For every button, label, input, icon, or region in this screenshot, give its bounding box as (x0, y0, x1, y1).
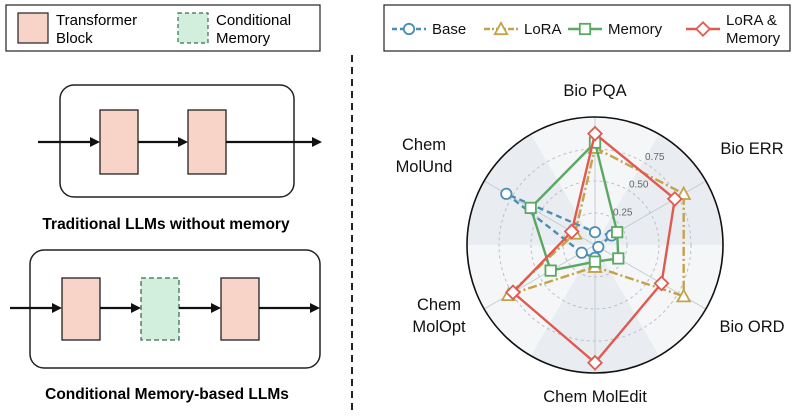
transformer-block (187, 109, 227, 175)
data-point-marker (575, 246, 588, 259)
conditional-memory-block (140, 277, 180, 341)
transformer-block-label-1: Transformer (56, 12, 137, 29)
data-point-marker (544, 264, 557, 277)
data-point-marker (611, 226, 624, 239)
traditional-llm-diagram: Traditional LLMs without memory (38, 84, 322, 233)
axis-label: MolUnd (396, 158, 453, 176)
data-point-marker (666, 190, 683, 207)
data-point-marker (587, 125, 603, 142)
connector-arrowhead (131, 303, 141, 313)
radar-series-group (500, 125, 692, 371)
axis-label: Chem MolEdit (543, 388, 647, 406)
radar-outer-border (466, 116, 724, 374)
data-point-marker (500, 187, 513, 200)
block-legend-box (5, 4, 321, 52)
memory-llm-caption: Conditional Memory-based LLMs (45, 386, 289, 403)
axis-label: Chem (417, 296, 461, 314)
axis-label: Bio ORD (719, 318, 784, 336)
block-legend: Transformer Block Conditional Memory (5, 4, 321, 52)
memory-llm-diagram: Conditional Memory-based LLMs (10, 249, 321, 403)
input-arrowhead (52, 303, 62, 313)
legend-label: LoRA & (726, 12, 777, 29)
data-point-marker (588, 226, 602, 239)
data-point-marker (563, 223, 580, 240)
legend-marker (493, 20, 509, 36)
conditional-memory-label-2: Memory (216, 30, 271, 47)
transformer-block (220, 277, 260, 341)
radar-tick-label: 0.25 (613, 207, 633, 218)
legend-label: Base (432, 21, 466, 38)
radar-chart: 0.25 0.50 0.75 Bio PQA Bio ERR Bio ORD Chem M… (383, 4, 791, 406)
data-point-marker (504, 284, 521, 301)
legend-marker (695, 21, 711, 37)
data-point-marker (675, 185, 692, 200)
data-point-marker (675, 288, 692, 303)
axis-label: Bio PQA (563, 82, 626, 100)
radar-sector-shade (467, 134, 595, 245)
output-arrowhead (312, 137, 322, 147)
transformer-block (99, 109, 139, 175)
traditional-llm-caption: Traditional LLMs without memory (42, 216, 290, 233)
data-point-marker (588, 255, 602, 268)
radar-tick-label: 0.50 (629, 180, 649, 191)
legend-label: Memory (608, 21, 663, 38)
legend-marker (578, 22, 592, 36)
legend-marker (402, 22, 416, 36)
legend-label: Memory (726, 30, 781, 47)
axis-label: MolOpt (412, 318, 466, 336)
radar-sector-shade (595, 134, 723, 245)
transformer-block (61, 277, 101, 341)
series-lora-memory (504, 125, 683, 371)
output-arrowhead (310, 303, 320, 313)
input-arrowhead (90, 137, 100, 147)
connector-arrowhead (211, 303, 221, 313)
data-point-marker (653, 275, 670, 292)
data-point-marker (612, 252, 625, 265)
connector-arrowhead (178, 137, 188, 147)
conditional-memory-swatch (177, 12, 209, 44)
legend-label: LoRA (524, 21, 562, 38)
axis-label: Chem (402, 136, 446, 154)
axis-label: Bio ERR (720, 140, 783, 158)
data-point-marker (592, 240, 605, 254)
conditional-memory-label-1: Conditional (216, 12, 291, 29)
data-point-marker (587, 354, 603, 371)
transformer-block-swatch (17, 12, 49, 44)
transformer-block-label-2: Block (56, 30, 93, 47)
data-point-marker (524, 201, 537, 214)
radar-tick-label: 0.75 (645, 152, 665, 163)
series-memory (524, 136, 625, 277)
